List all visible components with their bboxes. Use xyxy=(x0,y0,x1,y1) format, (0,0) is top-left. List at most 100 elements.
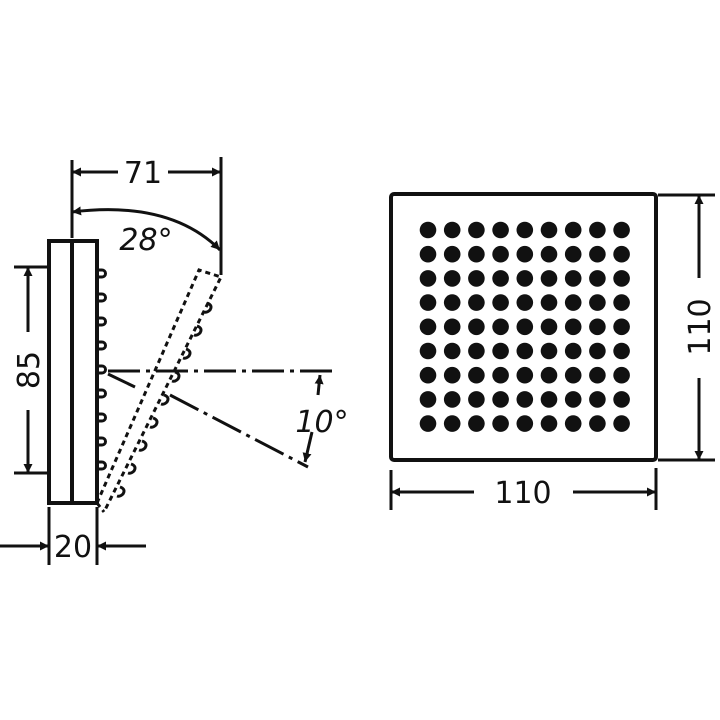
nozzle-dot xyxy=(564,221,582,239)
nozzle-dot xyxy=(492,270,509,287)
dim-28-arc xyxy=(71,206,222,252)
dim-110-horizontal-label: 110 xyxy=(494,476,551,511)
nozzle-dot xyxy=(492,221,509,239)
shower-head-plate xyxy=(70,239,99,505)
nozzle-dot xyxy=(564,270,582,287)
nozzle-dot xyxy=(443,391,461,408)
dim-10-label: 10° xyxy=(295,405,348,440)
nozzle-dot xyxy=(613,221,630,239)
nozzle-dot xyxy=(468,318,485,336)
nozzle-dot xyxy=(589,391,606,408)
nozzle-dot xyxy=(492,366,509,384)
nozzle-dot xyxy=(564,294,582,311)
front-view: 110 110 xyxy=(389,192,718,511)
dim-10-lines xyxy=(107,369,333,469)
shower-head-face xyxy=(389,192,658,462)
nozzle-dot xyxy=(564,342,582,360)
nozzle-dot xyxy=(540,415,558,432)
nozzle-dot xyxy=(516,366,534,384)
dim-71-label: 71 xyxy=(124,156,162,191)
tilted-position-outline xyxy=(95,268,224,513)
nozzle-dot xyxy=(492,391,509,408)
nozzle-dot xyxy=(613,318,630,336)
nozzle-dot xyxy=(492,342,509,360)
nozzle-dot xyxy=(419,391,437,408)
nozzle-dot xyxy=(468,391,485,408)
nozzle-dot xyxy=(419,245,437,263)
nozzle-dot xyxy=(516,318,534,336)
nozzle-dot xyxy=(468,366,485,384)
nozzle-dot xyxy=(468,221,485,239)
nozzle-dot xyxy=(443,294,461,311)
nozzle-dot xyxy=(613,342,630,360)
nozzle-dot xyxy=(419,342,437,360)
nozzle-dot xyxy=(443,270,461,287)
nozzle-dot xyxy=(613,415,630,432)
nozzle-dot xyxy=(492,245,509,263)
nozzle-dot xyxy=(516,270,534,287)
nozzle-dot xyxy=(613,270,630,287)
nozzle-dot xyxy=(540,391,558,408)
dim-85-label: 85 xyxy=(12,351,47,389)
nozzle-dot xyxy=(589,221,606,239)
nozzle-dot xyxy=(468,342,485,360)
nozzle-dot xyxy=(443,366,461,384)
nozzle-dot xyxy=(613,245,630,263)
side-nozzles xyxy=(97,268,107,471)
nozzle-dot xyxy=(468,245,485,263)
nozzle-dot xyxy=(589,366,606,384)
nozzle-dot xyxy=(516,415,534,432)
dim-20 xyxy=(0,507,146,565)
nozzle-dot xyxy=(443,221,461,239)
nozzle-dot xyxy=(516,294,534,311)
nozzle-dot xyxy=(419,270,437,287)
nozzle-dot xyxy=(468,415,485,432)
nozzle-dot xyxy=(589,415,606,432)
nozzle-dot xyxy=(540,270,558,287)
nozzle-dot xyxy=(564,366,582,384)
nozzle-dot xyxy=(540,294,558,311)
nozzle-dot xyxy=(564,391,582,408)
side-view: 71 28° 85 20 10° xyxy=(0,156,349,565)
nozzle-dot xyxy=(443,245,461,263)
nozzle-dot xyxy=(540,342,558,360)
nozzle-dot xyxy=(540,245,558,263)
nozzle-dot xyxy=(468,294,485,311)
nozzle-dot xyxy=(613,294,630,311)
nozzle-dot xyxy=(613,366,630,384)
wall-plate xyxy=(47,239,74,505)
nozzle-dot xyxy=(516,391,534,408)
nozzle-dot xyxy=(419,294,437,311)
dim-110-horizontal xyxy=(389,468,658,510)
nozzle-dot xyxy=(540,221,558,239)
nozzle-dot xyxy=(419,366,437,384)
nozzle-dot xyxy=(613,391,630,408)
dim-20-label: 20 xyxy=(54,530,92,565)
nozzle-dot xyxy=(589,342,606,360)
nozzle-dot xyxy=(589,318,606,336)
dim-85 xyxy=(14,265,48,475)
nozzle-dot xyxy=(540,366,558,384)
nozzle-dot xyxy=(419,221,437,239)
nozzle-dot xyxy=(564,415,582,432)
nozzle-dot xyxy=(492,415,509,432)
nozzle-dot xyxy=(564,318,582,336)
nozzle-dot xyxy=(492,318,509,336)
nozzle-dot xyxy=(540,318,558,336)
nozzle-dot xyxy=(443,415,461,432)
nozzle-dot xyxy=(492,294,509,311)
nozzle-dot xyxy=(564,245,582,263)
nozzle-dot xyxy=(419,318,437,336)
nozzle-grid xyxy=(419,221,630,432)
nozzle-dot xyxy=(516,221,534,239)
tilted-nozzles xyxy=(116,301,213,498)
nozzle-dot xyxy=(589,270,606,287)
nozzle-dot xyxy=(468,270,485,287)
nozzle-dot xyxy=(589,245,606,263)
dim-28-label: 28° xyxy=(119,223,172,258)
nozzle-dot xyxy=(443,342,461,360)
nozzle-dot xyxy=(589,294,606,311)
nozzle-dot xyxy=(419,415,437,432)
nozzle-dot xyxy=(443,318,461,336)
